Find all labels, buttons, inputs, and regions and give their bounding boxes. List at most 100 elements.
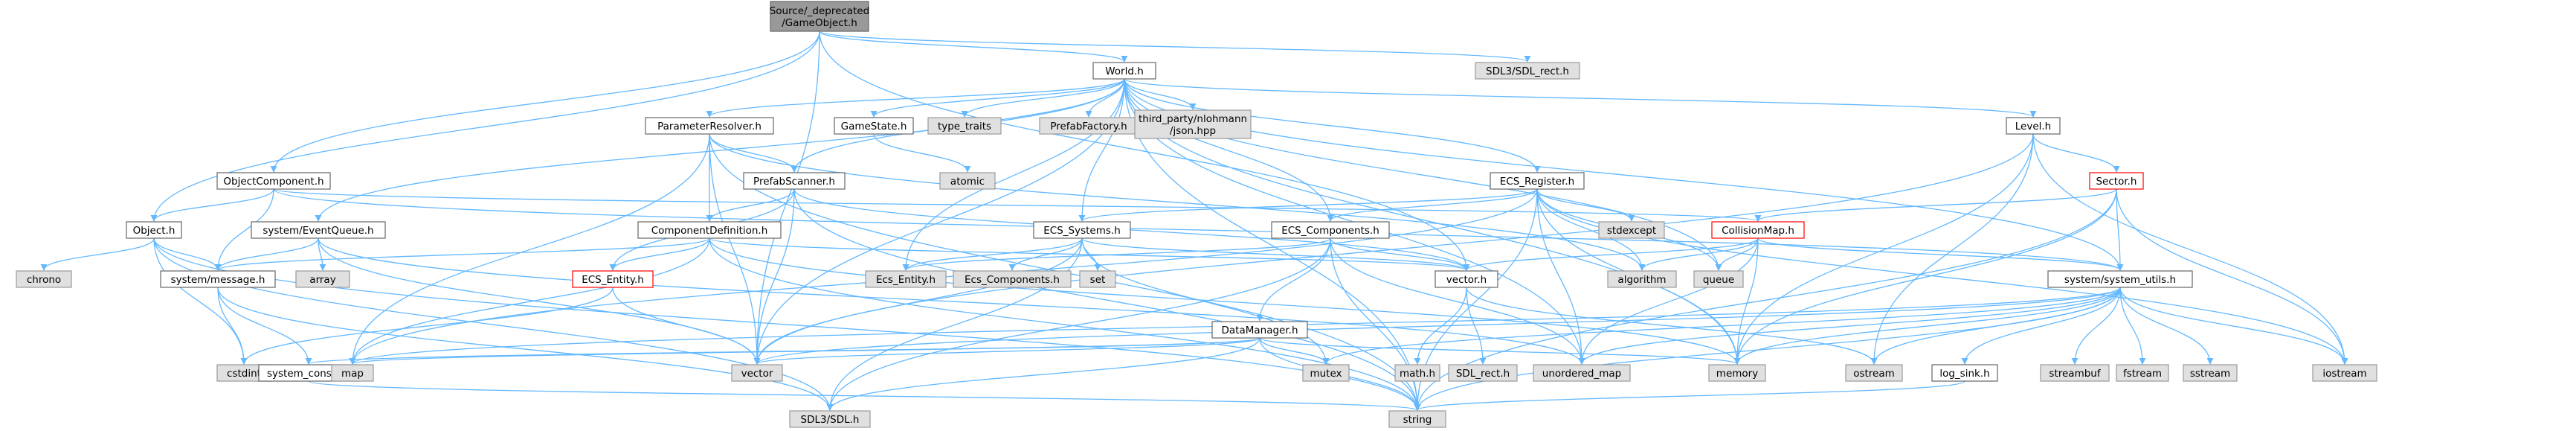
node-vector-box <box>731 364 783 382</box>
edge-object-to-chrono <box>40 237 155 271</box>
node-sysutils-box <box>2047 270 2193 288</box>
edges-layer <box>40 31 2348 411</box>
node-json: third_party/nlohmann/json.hpp <box>1134 109 1252 139</box>
node-object-box <box>126 221 182 239</box>
node-ecsregister[interactable]: ECS_Register.h <box>1490 172 1585 190</box>
node-ecsregister-label-0: ECS_Register.h <box>1500 176 1574 188</box>
node-root[interactable]: Source/_deprecated/GameObject.h <box>770 1 870 32</box>
edge-collisionmap-to-queue <box>1715 237 1759 271</box>
node-queue: queue <box>1693 270 1744 288</box>
node-paramresolver[interactable]: ParameterResolver.h <box>645 117 774 135</box>
edge-ecssystems-to-ecsentity_grey <box>902 237 1083 271</box>
edge-sysutils-to-logsink <box>1961 287 2121 365</box>
edge-ecsregister-to-stdexcept <box>1536 188 1635 222</box>
edge-objcomponent-to-collisionmap <box>273 188 1761 222</box>
node-chrono: chrono <box>16 270 72 288</box>
edge-eventqueue-to-unorderedmap <box>318 237 1585 365</box>
node-algorithm-box <box>1607 270 1677 288</box>
node-world-box <box>1092 62 1156 80</box>
edge-prefabscanner-to-vector <box>753 188 795 365</box>
node-set-box <box>1079 270 1116 288</box>
node-array: array <box>295 270 350 288</box>
edge-world-to-eventqueue <box>315 78 1125 222</box>
node-map-label-0: map <box>341 368 364 380</box>
node-memory: memory <box>1708 364 1766 382</box>
node-iostream: iostream <box>2312 364 2377 382</box>
node-ecsentity_red[interactable]: ECS_Entity.h <box>572 270 654 288</box>
edge-world-to-ecscomponents <box>1124 78 1334 222</box>
node-streambuf-label-0: streambuf <box>2049 368 2101 380</box>
node-datamanager-label-0: DataManager.h <box>1221 325 1298 336</box>
edge-message-to-sysconsts <box>217 287 312 365</box>
edge-ecsregister-to-iostream <box>1536 188 2348 365</box>
node-object[interactable]: Object.h <box>126 221 182 239</box>
node-objcomponent-box <box>216 172 331 190</box>
edge-compdef-to-ecsentity_red <box>609 237 710 271</box>
edge-object-to-cstdint <box>153 237 248 365</box>
node-root-box <box>770 1 869 32</box>
edge-vectorh-to-ostream <box>1466 287 1878 365</box>
node-map-box <box>331 364 374 382</box>
node-message-label-0: system/message.h <box>171 274 265 286</box>
node-sdlrect: SDL_rect.h <box>1448 364 1518 382</box>
edge-gamestate-to-atomic <box>873 133 971 173</box>
node-compdef-box <box>637 221 782 239</box>
edge-object-to-message <box>153 237 222 271</box>
node-message[interactable]: system/message.h <box>160 270 276 288</box>
edge-objcomponent-to-object <box>150 188 274 222</box>
node-atomic-label-0: atomic <box>950 176 985 188</box>
node-compdef-label-0: ComponentDefinition.h <box>651 225 768 237</box>
edge-compdef-to-message <box>214 237 710 271</box>
node-logsink-box <box>1931 364 1998 382</box>
node-logsink[interactable]: log_sink.h <box>1931 364 1998 382</box>
node-unorderedmap-box <box>1533 364 1631 382</box>
node-atomic-box <box>939 172 996 190</box>
edge-ecsregister-to-ecscomponents <box>1327 188 1538 222</box>
node-sysutils[interactable]: system/system_utils.h <box>2047 270 2193 288</box>
edge-vectorh-to-sdlrect <box>1466 287 1487 365</box>
node-sdlh-box <box>789 410 871 428</box>
node-vectorh[interactable]: vector.h <box>1434 270 1498 288</box>
node-ostream-label-0: ostream <box>1853 368 1895 380</box>
node-level[interactable]: Level.h <box>2006 117 2061 135</box>
edge-sysutils-to-string <box>1414 287 2121 411</box>
node-objcomponent[interactable]: ObjectComponent.h <box>216 172 331 190</box>
edge-sysconsts-to-string <box>308 380 1420 411</box>
node-world[interactable]: World.h <box>1092 62 1156 80</box>
node-chrono-box <box>16 270 72 288</box>
node-sdlrect-label-0: SDL_rect.h <box>1456 368 1510 380</box>
node-mathh-box <box>1394 364 1440 382</box>
edge-compdef-to-memory <box>709 237 1741 365</box>
node-root-label-1: /GameObject.h <box>782 17 857 29</box>
node-sector[interactable]: Sector.h <box>2089 172 2144 190</box>
node-datamanager[interactable]: DataManager.h <box>1211 321 1308 339</box>
edge-level-to-memory <box>1733 133 2034 365</box>
node-set: set <box>1079 270 1116 288</box>
node-objcomponent-label-0: ObjectComponent.h <box>223 176 323 188</box>
node-gamestate[interactable]: GameState.h <box>834 117 914 135</box>
edge-paramresolver-to-prefabscanner <box>709 133 798 173</box>
node-ecsregister-box <box>1490 172 1585 190</box>
node-prefabscanner-box <box>743 172 846 190</box>
node-streambuf: streambuf <box>2040 364 2110 382</box>
node-ecscomponents[interactable]: ECS_Components.h <box>1271 221 1390 239</box>
node-string-label-0: string <box>1403 414 1432 426</box>
node-eventqueue[interactable]: system/EventQueue.h <box>251 221 386 239</box>
node-sector-box <box>2089 172 2144 190</box>
node-string-box <box>1388 410 1446 428</box>
node-gamestate-box <box>834 117 914 135</box>
edge-ecscomponents-to-vectorh <box>1330 237 1470 271</box>
node-algorithm: algorithm <box>1607 270 1677 288</box>
node-iostream-label-0: iostream <box>2322 368 2366 380</box>
edge-collisionmap-to-sysutils <box>1757 237 2124 271</box>
node-collisionmap-box <box>1711 221 1805 239</box>
edge-ecscomponents-to-sdlh <box>826 237 1331 411</box>
edge-ecssystems-to-vector <box>753 237 1083 365</box>
node-prefabscanner[interactable]: PrefabScanner.h <box>743 172 846 190</box>
node-ecssystems[interactable]: ECS_Systems.h <box>1033 221 1131 239</box>
edge-world-to-typetraits <box>961 78 1125 118</box>
node-compdef[interactable]: ComponentDefinition.h <box>637 221 782 239</box>
node-prefabscanner-label-0: PrefabScanner.h <box>753 176 835 188</box>
node-ecscomponents-label-0: ECS_Components.h <box>1281 225 1379 237</box>
node-collisionmap[interactable]: CollisionMap.h <box>1711 221 1805 239</box>
